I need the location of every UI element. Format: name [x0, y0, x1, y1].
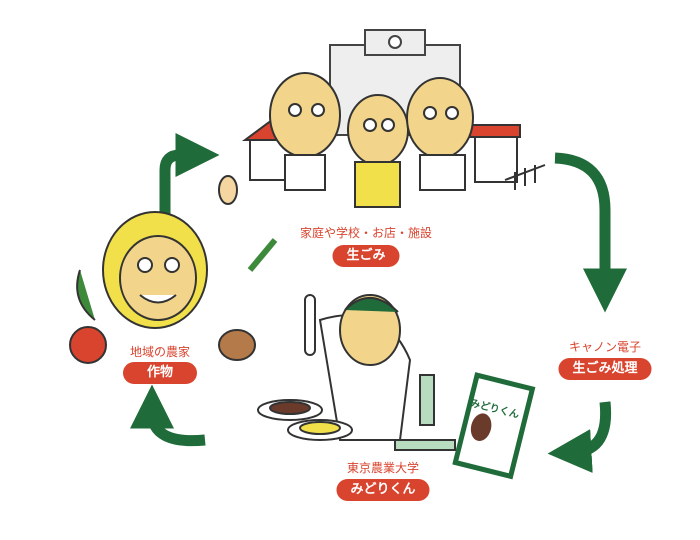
shop-icon	[469, 124, 521, 183]
microscope-icon	[394, 374, 456, 451]
farmers-caption: 地域の農家	[129, 345, 191, 359]
households-label: 生ごみ	[332, 245, 400, 267]
scientist	[304, 294, 412, 441]
cycle-arrows	[130, 133, 627, 474]
food-waste	[218, 164, 546, 205]
family-faces	[269, 72, 474, 208]
petri-dishes	[257, 399, 353, 441]
arrow-university-to-farm	[130, 384, 206, 447]
midorikun-package	[452, 372, 536, 480]
canon-label: 生ごみ処理	[558, 358, 652, 380]
arrow-canon-to-university	[547, 401, 612, 474]
university-label: みどりくん	[336, 479, 430, 501]
farmer-grandma	[102, 211, 208, 329]
farmers-label: 作物	[122, 362, 198, 384]
arrow-home-to-canon	[554, 152, 627, 313]
canon-caption: キャノン電子	[568, 340, 642, 354]
vegetables	[69, 238, 278, 364]
arrow-farm-to-home	[159, 133, 220, 215]
university-caption: 東京農業大学	[346, 461, 420, 475]
households-caption: 家庭や学校・お店・施設	[299, 226, 433, 240]
